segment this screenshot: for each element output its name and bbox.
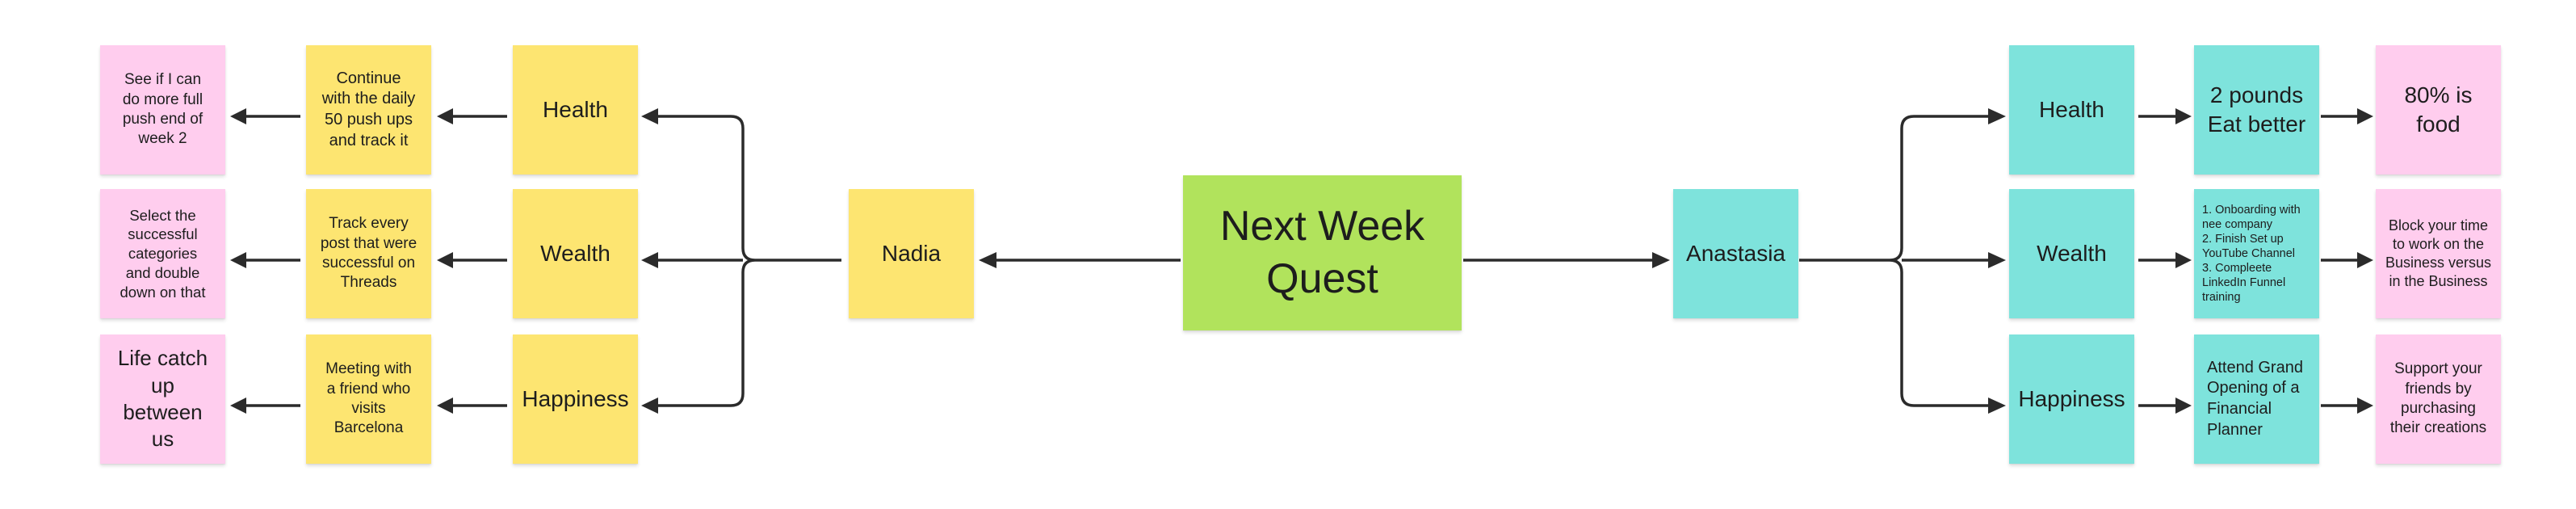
anastasia-wealth-outcome-note[interactable]: Block your time to work on the Business …: [2376, 189, 2501, 318]
connector-nadia-branch: [656, 115, 841, 407]
arrowhead-anastasia-happiness-outcome: [2357, 398, 2373, 414]
anastasia-happiness-note[interactable]: Happiness: [2009, 334, 2134, 464]
arrowhead-nadia: [979, 252, 996, 268]
anastasia-health-note[interactable]: Health: [2009, 45, 2134, 175]
nadia-happiness-action-note[interactable]: Meeting with a friend who visits Barcelo…: [306, 334, 431, 464]
arrowhead-nadia-happiness-action: [437, 398, 453, 414]
nadia-health-action-note[interactable]: Continue with the daily 50 push ups and …: [306, 45, 431, 175]
nadia-happiness-note[interactable]: Happiness: [513, 334, 638, 464]
anastasia-health-outcome-note[interactable]: 80% is food: [2376, 45, 2501, 175]
arrowhead-anastasia-happiness-action: [2175, 398, 2192, 414]
arrowhead-nadia-wealth-action: [437, 252, 453, 268]
arrowhead-nadia-health-action: [437, 108, 453, 124]
nadia-wealth-outcome-note[interactable]: Select the successful categories and dou…: [100, 189, 225, 318]
arrowhead-anastasia: [1652, 252, 1670, 268]
arrowhead-nadia-health: [641, 108, 658, 124]
anastasia-happiness-action-note[interactable]: Attend Grand Opening of a Financial Plan…: [2194, 334, 2319, 464]
nadia-note[interactable]: Nadia: [849, 189, 974, 318]
arrowhead-nadia-happiness: [641, 398, 658, 414]
arrowhead-anastasia-health: [1988, 108, 2006, 124]
connector-anastasia-branch: [1799, 115, 1991, 407]
nadia-happiness-outcome-note[interactable]: Life catch up between us: [100, 334, 225, 464]
arrowhead-anastasia-wealth-action: [2175, 252, 2192, 268]
anastasia-wealth-note[interactable]: Wealth: [2009, 189, 2134, 318]
anastasia-wealth-action-note[interactable]: 1. Onboarding with nee company 2. Finish…: [2194, 189, 2319, 318]
nadia-wealth-action-note[interactable]: Track every post that were successful on…: [306, 189, 431, 318]
arrowhead-anastasia-wealth-outcome: [2357, 252, 2373, 268]
anastasia-note[interactable]: Anastasia: [1673, 189, 1798, 318]
arrowhead-anastasia-wealth: [1988, 252, 2006, 268]
arrowhead-anastasia-health-action: [2175, 108, 2192, 124]
arrowhead-nadia-happiness-outcome: [230, 398, 246, 414]
nadia-wealth-note[interactable]: Wealth: [513, 189, 638, 318]
nadia-health-outcome-note[interactable]: See if I can do more full push end of we…: [100, 45, 225, 175]
anastasia-health-action-note[interactable]: 2 pounds Eat better: [2194, 45, 2319, 175]
arrowhead-nadia-health-outcome: [230, 108, 246, 124]
arrowhead-nadia-wealth: [641, 252, 658, 268]
anastasia-happiness-outcome-note[interactable]: Support your friends by purchasing their…: [2376, 334, 2501, 464]
arrowhead-anastasia-happiness: [1988, 398, 2006, 414]
nadia-health-note[interactable]: Health: [513, 45, 638, 175]
arrowhead-anastasia-health-outcome: [2357, 108, 2373, 124]
center-quest-note[interactable]: Next Week Quest: [1183, 175, 1462, 330]
arrowhead-nadia-wealth-outcome: [230, 252, 246, 268]
